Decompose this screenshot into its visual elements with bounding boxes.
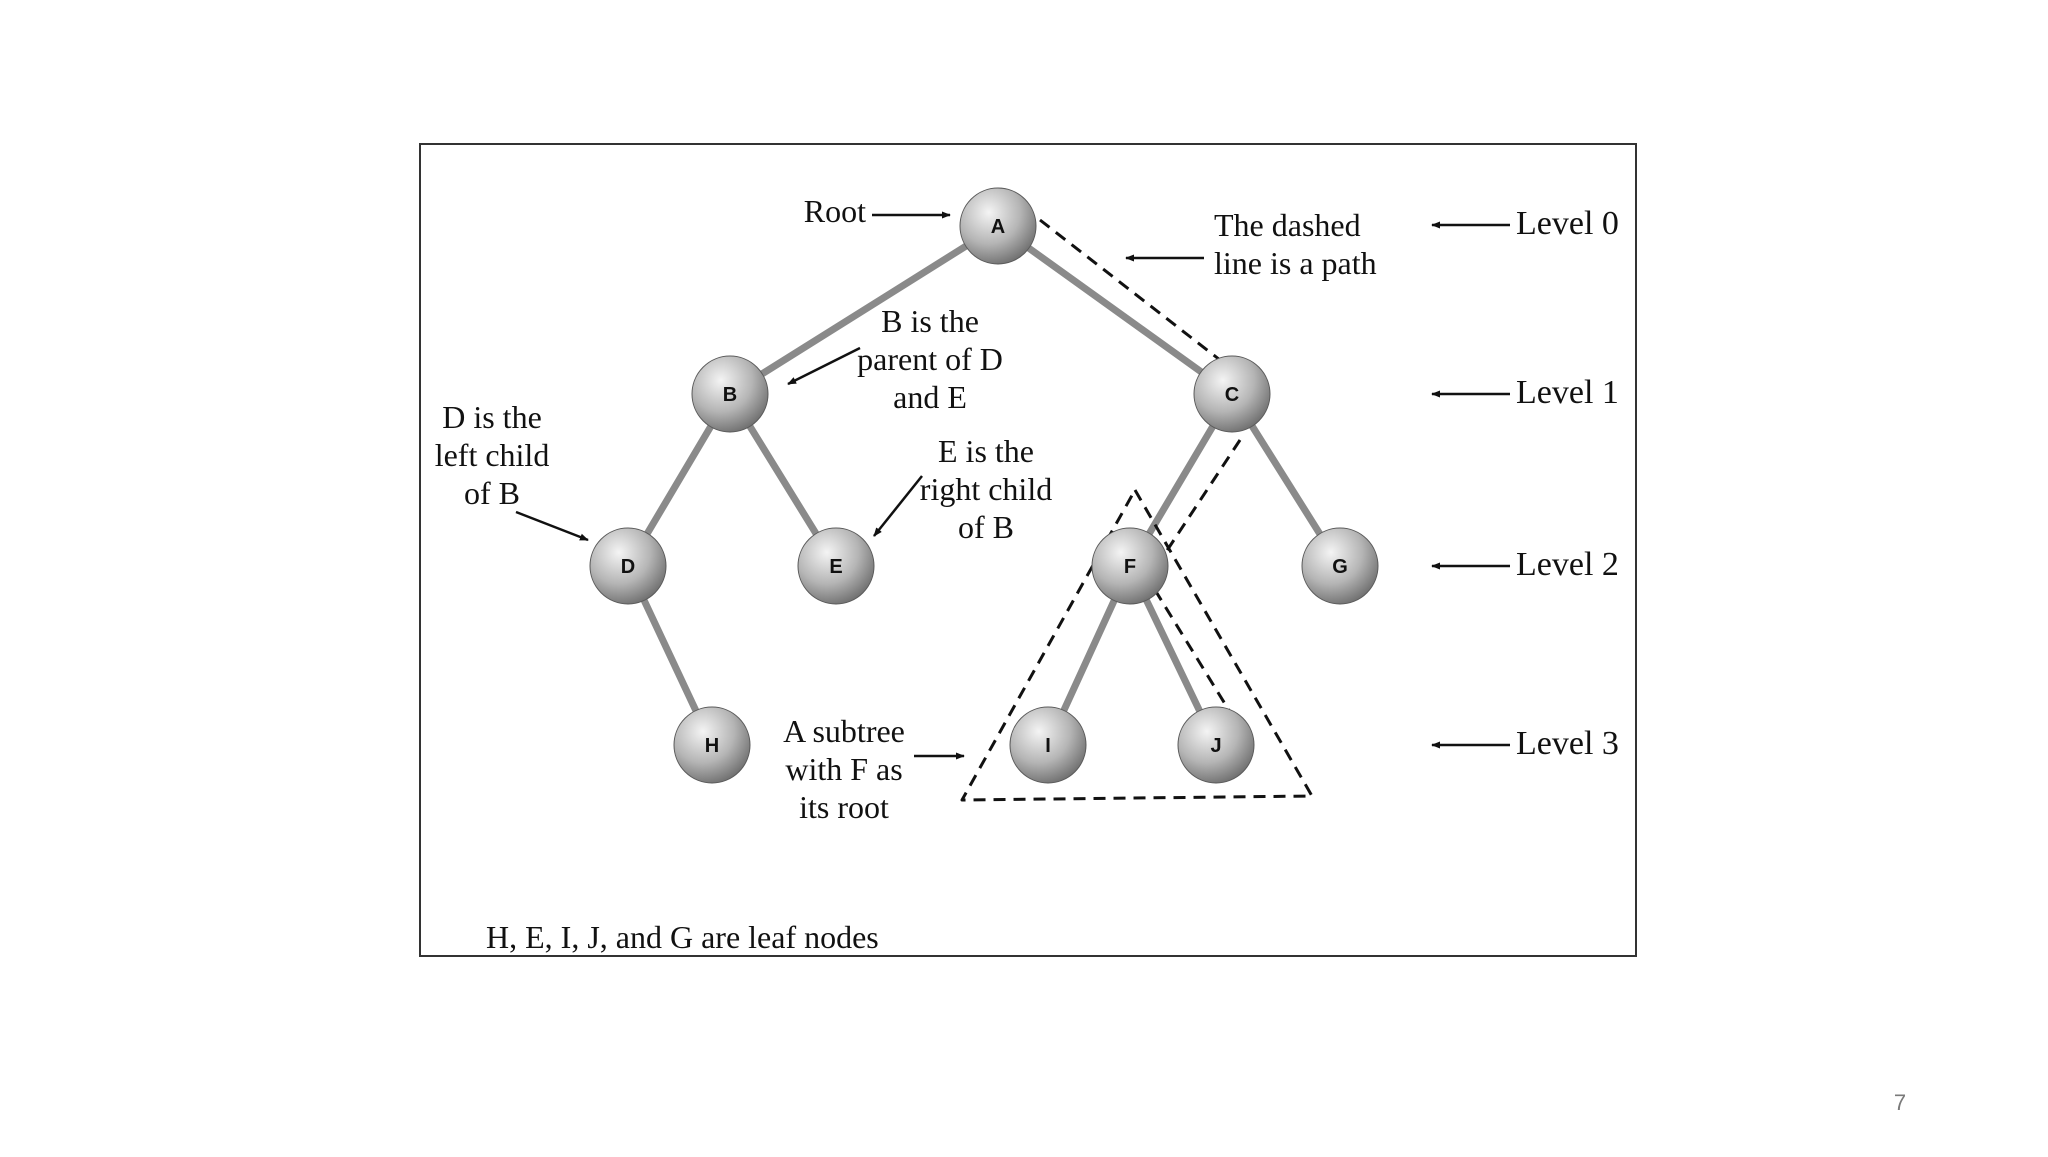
node-circle: [797, 527, 875, 605]
right-child-arrow: [873, 475, 923, 537]
node-circle: [1177, 706, 1255, 784]
left-child-note-line-2: left child: [435, 437, 550, 473]
edge-a-b: [726, 222, 1002, 398]
level-0-label: Level 0: [1516, 205, 1619, 242]
subtree-outline: [960, 488, 1314, 802]
edge-a-c: [994, 222, 1236, 398]
node-g: G: [1301, 527, 1379, 605]
node-label: A: [991, 216, 1005, 238]
right-child-note-line-2: right child: [920, 471, 1052, 507]
parent-note-line-2: parent of D: [857, 341, 1003, 377]
path-note-line-1: The dashed: [1214, 207, 1361, 243]
annotation-arrows: [515, 211, 1510, 760]
node-label: E: [829, 556, 842, 578]
tree-nodes: A B C D E F G H I J: [589, 187, 1379, 784]
path-dashes: [1039, 218, 1242, 713]
node-circle: [1009, 706, 1087, 784]
path-segment-f-j: [1153, 589, 1232, 713]
left-child-arrow: [515, 510, 589, 542]
right-child-note-line-3: of B: [958, 509, 1014, 545]
node-circle: [1301, 527, 1379, 605]
node-c: C: [1193, 355, 1271, 433]
node-label: J: [1210, 735, 1221, 757]
path-segment-a-c: [1039, 218, 1221, 362]
left-child-note-line-1: D is the: [442, 399, 542, 435]
node-circle: [1193, 355, 1271, 433]
node-circle: [589, 527, 667, 605]
node-label: H: [705, 735, 719, 757]
level-3-label: Level 3: [1516, 725, 1619, 762]
node-f: F: [1091, 527, 1169, 605]
subtree-note-line-3: its root: [799, 789, 889, 825]
node-circle: [691, 355, 769, 433]
right-child-note-line-1: E is the: [938, 433, 1034, 469]
node-label: D: [621, 556, 635, 578]
annotations: Root The dashed line is a path B is the …: [435, 193, 1619, 955]
parent-arrow: [787, 346, 861, 386]
node-h: H: [673, 706, 751, 784]
node-label: B: [723, 384, 737, 406]
path-segment-c-f: [1164, 439, 1242, 553]
node-i: I: [1009, 706, 1087, 784]
root-label: Root: [804, 193, 866, 229]
node-d: D: [589, 527, 667, 605]
node-j: J: [1177, 706, 1255, 784]
node-circle: [959, 187, 1037, 265]
subtree-note-line-2: with F as: [785, 751, 902, 787]
node-label: I: [1045, 735, 1051, 757]
node-b: B: [691, 355, 769, 433]
subtree-note-line-1: A subtree: [783, 713, 905, 749]
node-circle: [673, 706, 751, 784]
level-2-label: Level 2: [1516, 546, 1619, 583]
node-label: C: [1225, 384, 1239, 406]
parent-note-line-1: B is the: [881, 303, 979, 339]
node-a: A: [959, 187, 1037, 265]
slide-number: 7: [1893, 1090, 1907, 1115]
node-label: F: [1124, 556, 1136, 578]
node-e: E: [797, 527, 875, 605]
path-note-line-2: line is a path: [1214, 245, 1377, 281]
node-circle: [1091, 527, 1169, 605]
level-1-label: Level 1: [1516, 374, 1619, 411]
node-label: G: [1332, 556, 1348, 578]
parent-note-line-3: and E: [893, 379, 967, 415]
left-child-note-line-3: of B: [464, 475, 520, 511]
leaf-nodes-note: H, E, I, J, and G are leaf nodes: [486, 919, 879, 955]
